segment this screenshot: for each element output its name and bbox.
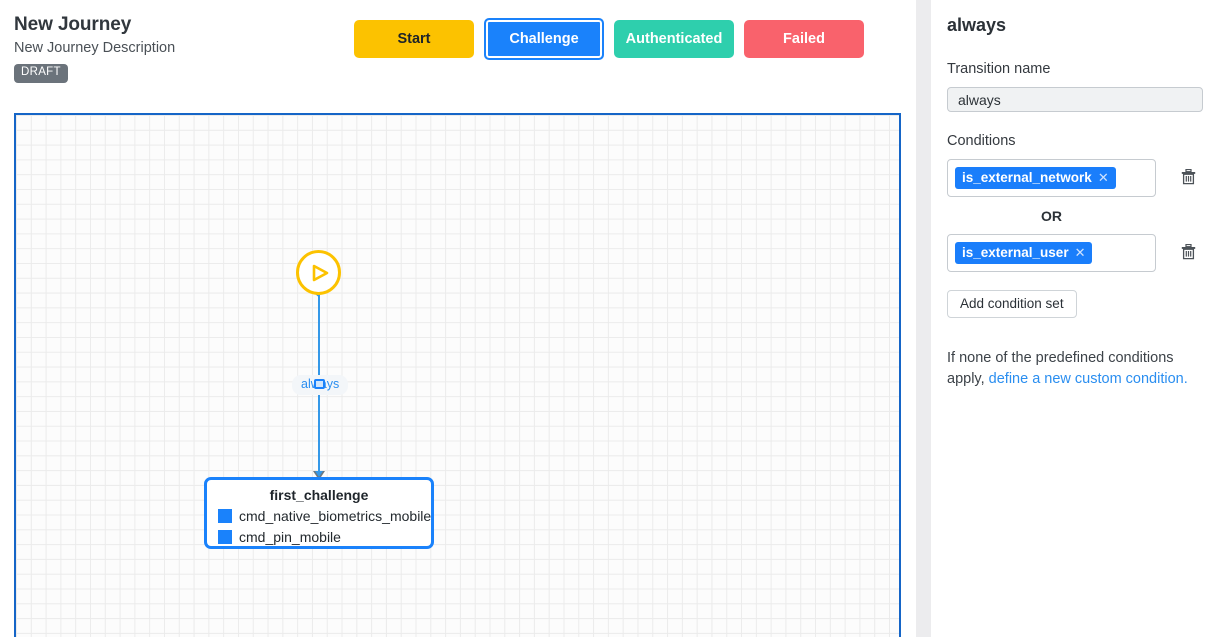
start-node[interactable] [296, 250, 341, 295]
condition-chip[interactable]: is_external_user ✕ [955, 241, 1093, 265]
conditions-hint-text: If none of the predefined conditions app… [947, 350, 1174, 387]
state-button-failed[interactable]: Failed [744, 20, 864, 58]
condition-set-row: is_external_network ✕ [947, 159, 1199, 197]
journey-description: New Journey Description [14, 40, 176, 56]
journey-meta: New Journey New Journey Description DRAF… [14, 13, 334, 83]
condition-chip[interactable]: is_external_network ✕ [955, 166, 1116, 190]
condition-chip-label: is_external_network [962, 169, 1092, 185]
conditions-hint: If none of the predefined conditions app… [947, 348, 1193, 390]
edge-arrowhead-inner [315, 471, 323, 477]
conditions-label: Conditions [947, 133, 1016, 149]
editor-header: New Journey New Journey Description DRAF… [0, 0, 915, 108]
state-button-authenticated[interactable]: Authenticated [614, 20, 734, 58]
transition-name-label: Transition name [947, 61, 1051, 77]
condition-set-row: is_external_user ✕ [947, 234, 1199, 272]
state-node-item-label: cmd_native_biometrics_mobile [239, 508, 432, 524]
condition-set-input[interactable]: is_external_network ✕ [947, 159, 1156, 197]
transition-details-panel: always Transition name Conditions is_ext… [931, 0, 1215, 637]
close-icon[interactable]: ✕ [1097, 170, 1109, 185]
delete-condition-set-button[interactable] [1177, 167, 1199, 189]
trash-icon [1181, 243, 1196, 263]
status-badge: DRAFT [14, 64, 68, 83]
condition-or-separator: OR [1041, 208, 1062, 224]
transition-name-input[interactable] [947, 87, 1203, 112]
state-button-challenge[interactable]: Challenge [484, 18, 604, 60]
state-node-item-label: cmd_pin_mobile [239, 529, 341, 545]
state-node-first-challenge[interactable]: first_challenge cmd_native_biometrics_mo… [204, 477, 434, 549]
trash-icon [1181, 168, 1196, 188]
panel-title: always [947, 15, 1007, 35]
state-node-title: first_challenge [269, 487, 369, 503]
state-button-start[interactable]: Start [354, 20, 474, 58]
custom-condition-link[interactable]: define a new custom condition. [988, 371, 1188, 387]
add-condition-set-button[interactable]: Add condition set [947, 290, 1077, 318]
editor-pane: New Journey New Journey Description DRAF… [0, 0, 915, 637]
delete-condition-set-button[interactable] [1177, 242, 1199, 264]
authenticator-swatch-icon [218, 530, 232, 544]
condition-set-input[interactable]: is_external_user ✕ [947, 234, 1156, 272]
condition-chip-label: is_external_user [962, 244, 1069, 260]
page-title: New Journey [14, 14, 132, 35]
authenticator-swatch-icon [218, 509, 232, 523]
close-icon[interactable]: ✕ [1074, 245, 1086, 260]
flow-canvas[interactable]: always first_challenge cmd_native_biomet… [14, 113, 901, 637]
panel-resize-handle[interactable] [916, 0, 931, 637]
state-node-item[interactable]: cmd_pin_mobile [207, 527, 431, 547]
edge-label-marker-icon [314, 379, 325, 389]
state-button-group: Start Challenge Authenticated Failed [354, 18, 864, 60]
play-icon [308, 262, 330, 284]
canvas-grid [16, 115, 899, 637]
state-node-item[interactable]: cmd_native_biometrics_mobile [207, 506, 431, 526]
